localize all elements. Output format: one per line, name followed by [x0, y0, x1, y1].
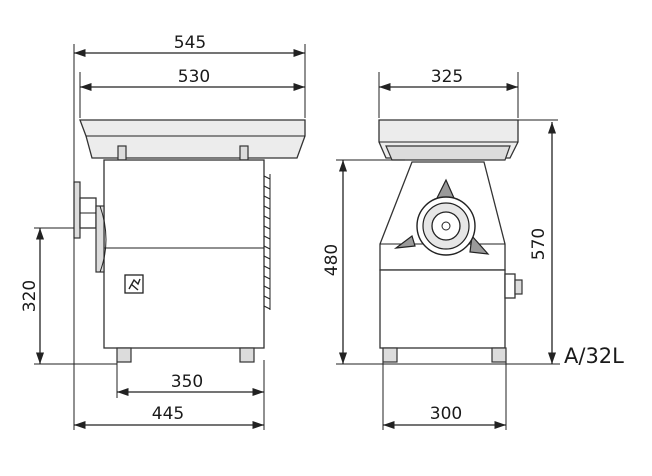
dim-label-570: 570 — [529, 228, 549, 260]
dim-label-480: 480 — [322, 244, 342, 276]
dim-label-325: 325 — [431, 67, 463, 87]
mincer-head — [393, 178, 490, 256]
front-body — [379, 269, 506, 349]
dim-label-530: 530 — [178, 67, 210, 87]
cooling-fins — [263, 174, 271, 310]
side-foot-left — [116, 347, 132, 363]
dim-label-300: 300 — [430, 404, 462, 424]
side-outlet — [73, 181, 107, 273]
dim-label-320: 320 — [20, 280, 40, 312]
model-label: A/32L — [564, 344, 624, 368]
side-foot-right — [239, 347, 255, 363]
side-body — [103, 159, 265, 349]
side-dimensions: 545 530 320 350 445 — [20, 33, 306, 430]
side-tray — [79, 119, 306, 159]
tray-post-right — [239, 145, 249, 161]
side-view — [73, 119, 306, 363]
hand-warning-icon — [124, 274, 144, 294]
tray-post-left — [117, 145, 127, 161]
front-dimensions: 325 570 480 300 A/32L — [322, 67, 624, 430]
dim-label-445: 445 — [152, 404, 184, 424]
dim-label-545: 545 — [174, 33, 206, 53]
dim-label-350: 350 — [171, 372, 203, 392]
front-foot-left — [382, 347, 398, 363]
front-foot-right — [491, 347, 507, 363]
front-knob — [514, 279, 523, 295]
front-view — [378, 119, 523, 363]
